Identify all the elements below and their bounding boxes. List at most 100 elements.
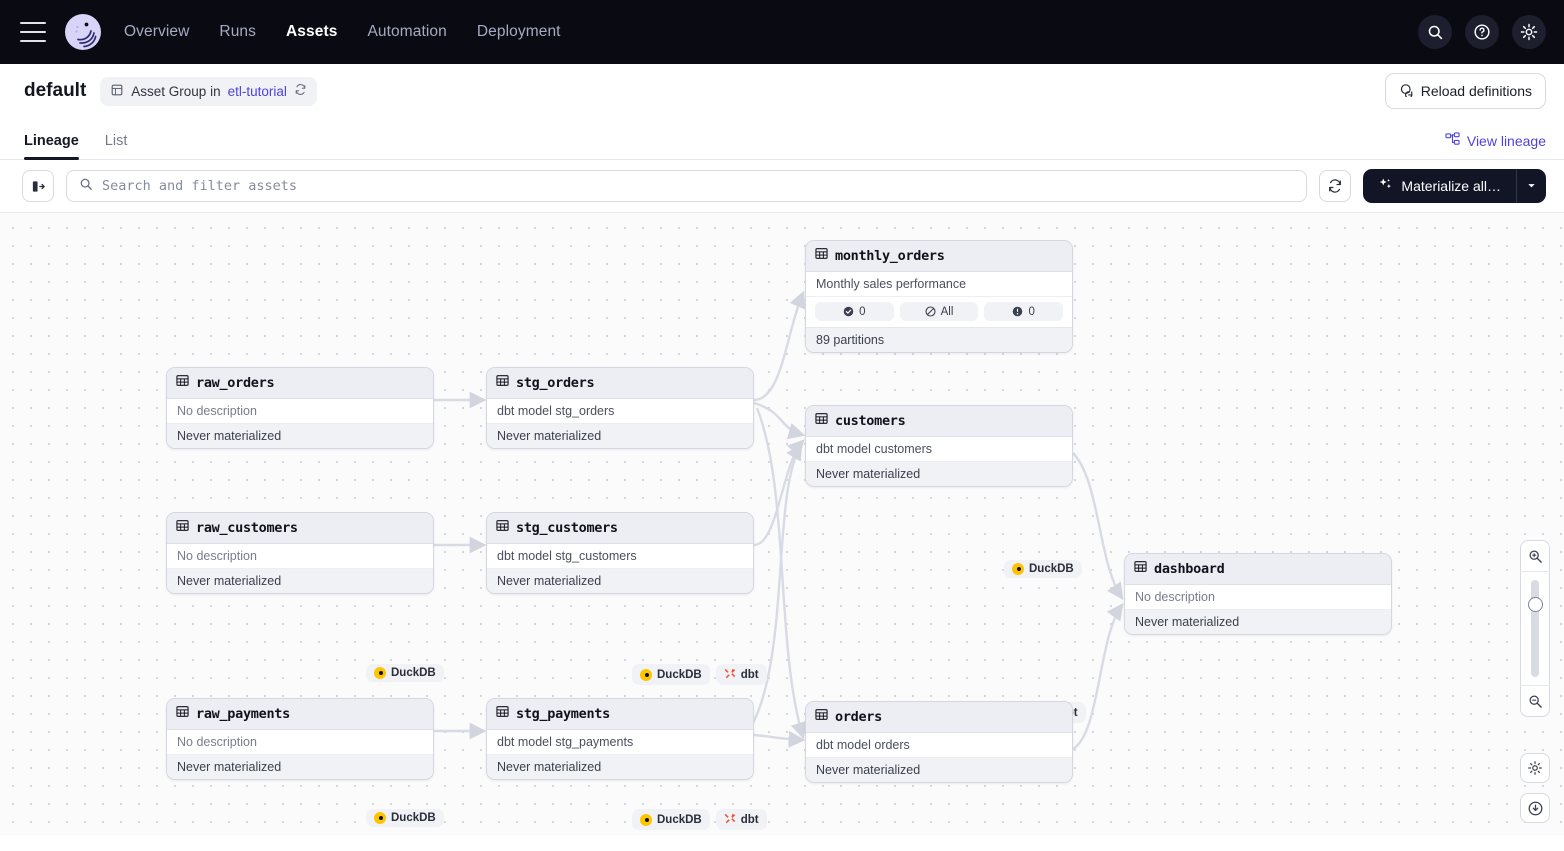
asset-tags-stg_customers: DuckDB dbt — [632, 809, 767, 830]
nav-link-assets[interactable]: Assets — [286, 23, 338, 40]
asset-node-status: Never materialized — [1125, 610, 1391, 634]
asset-node-orders[interactable]: orders dbt model orders Never materializ… — [805, 701, 1073, 783]
gear-icon — [1528, 761, 1542, 775]
tag-duckdb[interactable]: DuckDB — [366, 664, 444, 682]
asset-tags-raw_customers: DuckDB — [366, 809, 444, 827]
asset-node-description: No description — [167, 399, 433, 424]
fit-to-screen-button[interactable] — [1520, 793, 1550, 823]
partition-status-chips: 0 All 0 — [806, 297, 1072, 327]
gear-icon[interactable] — [1512, 15, 1546, 49]
asset-group-link[interactable]: etl-tutorial — [227, 83, 287, 99]
tab-lineage[interactable]: Lineage — [24, 133, 79, 160]
lineage-graph-canvas[interactable]: monthly_orders Monthly sales performance… — [0, 213, 1564, 835]
asset-node-status: Never materialized — [806, 462, 1072, 486]
asset-node-raw_payments[interactable]: raw_payments No description Never materi… — [166, 698, 434, 780]
edge-stg_orders-orders — [755, 407, 807, 740]
asset-node-header: stg_orders — [487, 368, 753, 399]
dbt-icon — [724, 812, 736, 827]
nav-link-overview[interactable]: Overview — [124, 23, 190, 40]
tag-duckdb[interactable]: DuckDB — [632, 809, 710, 830]
asset-node-status: Never materialized — [487, 424, 753, 448]
asset-node-header: raw_orders — [167, 368, 433, 399]
asset-node-stg_payments[interactable]: stg_payments dbt model stg_payments Neve… — [486, 698, 754, 780]
duckdb-icon — [374, 667, 386, 679]
asset-node-header: orders — [806, 702, 1072, 733]
duckdb-icon — [640, 668, 652, 681]
view-lineage-link[interactable]: View lineage — [1445, 132, 1546, 150]
table-icon — [496, 374, 509, 392]
duckdb-icon — [1012, 563, 1024, 575]
edge-stg_payments-orders — [753, 730, 806, 748]
tag-dbt[interactable]: dbt — [715, 664, 767, 685]
materialize-all-button[interactable]: Materialize all… — [1363, 169, 1516, 203]
zoom-out-icon[interactable] — [1520, 686, 1550, 716]
asset-node-status: Never materialized — [167, 569, 433, 593]
asset-node-monthly_orders[interactable]: monthly_orders Monthly sales performance… — [805, 240, 1073, 353]
search-input[interactable] — [102, 178, 1295, 194]
tag-duckdb[interactable]: DuckDB — [632, 664, 710, 685]
zoom-slider[interactable] — [1520, 571, 1550, 686]
refresh-icon[interactable] — [1319, 170, 1352, 202]
table-icon — [496, 519, 509, 537]
asset-node-stg_orders[interactable]: stg_orders dbt model stg_orders Never ma… — [486, 367, 754, 449]
table-icon — [815, 708, 828, 726]
reload-definitions-label: Reload definitions — [1420, 83, 1532, 99]
dagster-logo[interactable] — [64, 13, 102, 51]
graph-settings-button[interactable] — [1520, 753, 1550, 783]
page-title: default — [24, 80, 87, 101]
asset-node-stg_customers[interactable]: stg_customers dbt model stg_customers Ne… — [486, 512, 754, 594]
reload-definitions-button[interactable]: Reload definitions — [1384, 73, 1546, 109]
zoom-in-icon[interactable] — [1520, 541, 1550, 571]
nav-link-deployment[interactable]: Deployment — [476, 23, 561, 40]
edge-stg_customers-customers — [753, 439, 805, 547]
zoom-slider-handle[interactable] — [1527, 597, 1543, 612]
nav-links: Overview Runs Assets Automation Deployme… — [124, 23, 561, 41]
asset-node-customers[interactable]: customers dbt model customers Never mate… — [805, 405, 1073, 487]
asset-node-description: No description — [167, 544, 433, 569]
fit-to-screen-icon — [1528, 801, 1542, 815]
help-icon[interactable] — [1465, 15, 1499, 49]
edge-orders-dashboard — [1072, 603, 1124, 751]
table-icon — [176, 374, 189, 392]
sparkle-icon — [1378, 177, 1393, 195]
chevron-down-icon — [1526, 179, 1537, 194]
panel-toggle-icon[interactable] — [22, 170, 54, 202]
search-input-wrapper[interactable] — [66, 170, 1308, 202]
tag-label: dbt — [740, 813, 759, 826]
asset-group-icon — [110, 83, 124, 100]
materialize-dropdown-button[interactable] — [1516, 169, 1546, 203]
edge-stg_orders-monthly_orders — [753, 290, 806, 402]
partition-chip-materialized[interactable]: 0 — [815, 302, 894, 321]
asset-node-name: stg_payments — [516, 706, 610, 722]
partition-chip-failed[interactable]: 0 — [984, 302, 1064, 321]
nav-actions — [1418, 0, 1546, 64]
asset-group-prefix: Asset Group in — [131, 83, 221, 99]
tag-dbt[interactable]: dbt — [715, 809, 767, 830]
asset-node-status: Never materialized — [487, 569, 753, 593]
asset-node-raw_orders[interactable]: raw_orders No description Never material… — [166, 367, 434, 449]
tag-duckdb[interactable]: DuckDB — [366, 809, 444, 827]
table-icon — [1134, 560, 1147, 578]
asset-group-chip[interactable]: Asset Group in etl-tutorial — [100, 76, 317, 106]
nav-link-automation[interactable]: Automation — [367, 23, 447, 40]
tag-label: DuckDB — [657, 813, 702, 826]
tab-list[interactable]: List — [104, 133, 128, 149]
partition-chip-missing[interactable]: All — [899, 302, 979, 321]
tag-label: DuckDB — [1029, 563, 1074, 575]
asset-node-raw_customers[interactable]: raw_customers No description Never mater… — [166, 512, 434, 594]
asset-node-partitions: 89 partitions — [806, 327, 1072, 352]
asset-node-dashboard[interactable]: dashboard No description Never materiali… — [1124, 553, 1392, 635]
hamburger-icon[interactable] — [20, 22, 46, 42]
asset-node-description: dbt model orders — [806, 733, 1072, 758]
asset-node-header: stg_payments — [487, 699, 753, 730]
exclamation-circle-icon — [1013, 306, 1023, 317]
search-icon[interactable] — [1418, 15, 1452, 49]
tag-label: dbt — [740, 668, 759, 681]
asset-node-header: customers — [806, 406, 1072, 437]
asset-node-description: dbt model stg_customers — [487, 544, 753, 569]
tag-label: DuckDB — [657, 668, 702, 681]
refresh-icon[interactable] — [294, 83, 307, 99]
asset-node-status: Never materialized — [806, 758, 1072, 782]
tag-duckdb[interactable]: DuckDB — [1004, 560, 1082, 578]
nav-link-runs[interactable]: Runs — [219, 23, 256, 40]
